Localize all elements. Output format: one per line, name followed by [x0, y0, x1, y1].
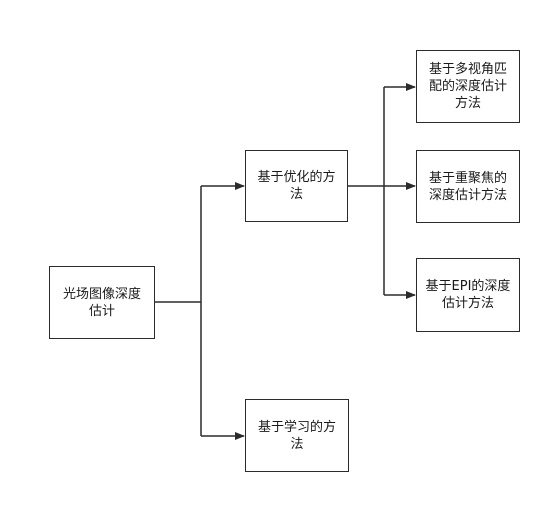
optimization-method-label: 基于优化的方法 [257, 170, 336, 202]
root-node: 光场图像深度估计 [49, 266, 155, 339]
epi-method-node: 基于EPI的深度估计方法 [416, 258, 520, 332]
root-node-label: 光场图像深度估计 [62, 286, 141, 319]
learning-method-label: 基于学习的方法 [257, 419, 336, 452]
optimization-method-node: 基于优化的方法 [245, 150, 348, 222]
refocus-method-label: 基于重聚焦的深度估计方法 [428, 170, 507, 203]
multi-view-method-label: 基于多视角匹配的深度估计方法 [428, 62, 507, 111]
epi-method-label: 基于EPI的深度估计方法 [425, 279, 511, 311]
multi-view-method-node: 基于多视角匹配的深度估计方法 [416, 50, 520, 123]
learning-method-node: 基于学习的方法 [245, 399, 349, 472]
refocus-method-node: 基于重聚焦的深度估计方法 [416, 150, 520, 223]
